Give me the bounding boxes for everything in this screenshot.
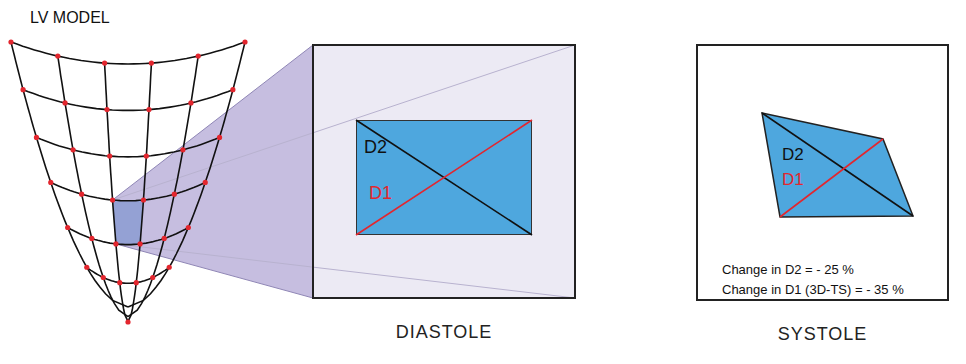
mesh-node [65, 225, 70, 230]
mesh-node [134, 280, 139, 285]
mesh-node [186, 225, 191, 230]
mesh-node [146, 107, 151, 112]
segment-diagonal [356, 120, 532, 235]
mesh-node [117, 280, 122, 285]
mesh-node [150, 275, 155, 280]
mesh-node [217, 135, 222, 140]
diagonal-label: D1 [782, 170, 804, 190]
mesh-node [34, 135, 39, 140]
mesh-node [110, 197, 115, 202]
diagonal-label: D2 [782, 145, 804, 165]
mesh-node [137, 241, 142, 246]
segment-systole: D2D1 [762, 113, 913, 218]
deformed-segment [762, 113, 913, 217]
phase-heading: DIASTOLE [313, 322, 575, 343]
mesh-node [180, 147, 185, 152]
diagonal-label: D1 [369, 183, 392, 204]
mesh-node [196, 53, 201, 58]
mesh-node [20, 87, 25, 92]
mesh-ring [11, 42, 245, 64]
mesh-meridian [58, 56, 128, 317]
mesh-node [144, 154, 149, 159]
mesh-ring [68, 228, 189, 245]
zoom-wedge [113, 45, 313, 298]
zoom-line [113, 45, 313, 200]
diagonal-label: D2 [364, 137, 387, 158]
mesh-meridian [105, 63, 128, 321]
mesh-node [101, 275, 106, 280]
mesh-node [84, 265, 89, 270]
mesh-node [230, 87, 235, 92]
mesh-node [89, 236, 94, 241]
mesh-node [203, 180, 208, 185]
mesh-ring [87, 267, 169, 283]
mesh-node [62, 100, 67, 105]
segment-diastole: D2D1 [356, 120, 532, 235]
mesh-node [55, 53, 60, 58]
mesh-meridian [128, 63, 151, 321]
segment-outline [356, 120, 532, 235]
mesh-node [102, 61, 107, 66]
segment-diagonal [780, 139, 883, 217]
phase-heading: SYSTOLE [697, 324, 948, 345]
systole-panel: SYSTOLEChange in D2 = - 25 %Change in D1… [697, 45, 948, 300]
mesh-node [162, 236, 167, 241]
lv-mesh [8, 39, 575, 324]
zoom-line [116, 244, 313, 298]
mesh-node [8, 39, 13, 44]
mesh-node [149, 61, 154, 66]
mesh-ring [51, 183, 205, 201]
segment-outline [762, 113, 913, 218]
zoom-shade [313, 45, 575, 298]
mesh-node [172, 192, 177, 197]
mesh-ring [37, 137, 220, 157]
strain-note: Change in D2 = - 25 % [722, 263, 854, 278]
mesh-node [104, 107, 109, 112]
mesh-node [48, 180, 53, 185]
mesh-node [113, 241, 118, 246]
mesh-ring [23, 90, 233, 111]
mesh-node [141, 197, 146, 202]
segment-diagonal [762, 113, 913, 216]
strain-note: Change in D1 (3D-TS) = - 35 % [722, 283, 904, 298]
mesh-meridian [128, 42, 245, 307]
diastole-frame [313, 45, 575, 298]
panel-ground [313, 45, 575, 298]
systole-frame [697, 45, 948, 300]
mesh-node [125, 319, 130, 324]
mesh-node [107, 154, 112, 159]
mesh-node [188, 100, 193, 105]
mesh-node [242, 39, 247, 44]
mesh-node [70, 147, 75, 152]
diastole-panel: DIASTOLED2D1 [313, 45, 575, 298]
segment-diagonal [356, 120, 532, 235]
zoom-line [116, 244, 575, 298]
model-title: LV MODEL [30, 9, 110, 27]
mesh-node [79, 192, 84, 197]
mesh-node [167, 265, 172, 270]
